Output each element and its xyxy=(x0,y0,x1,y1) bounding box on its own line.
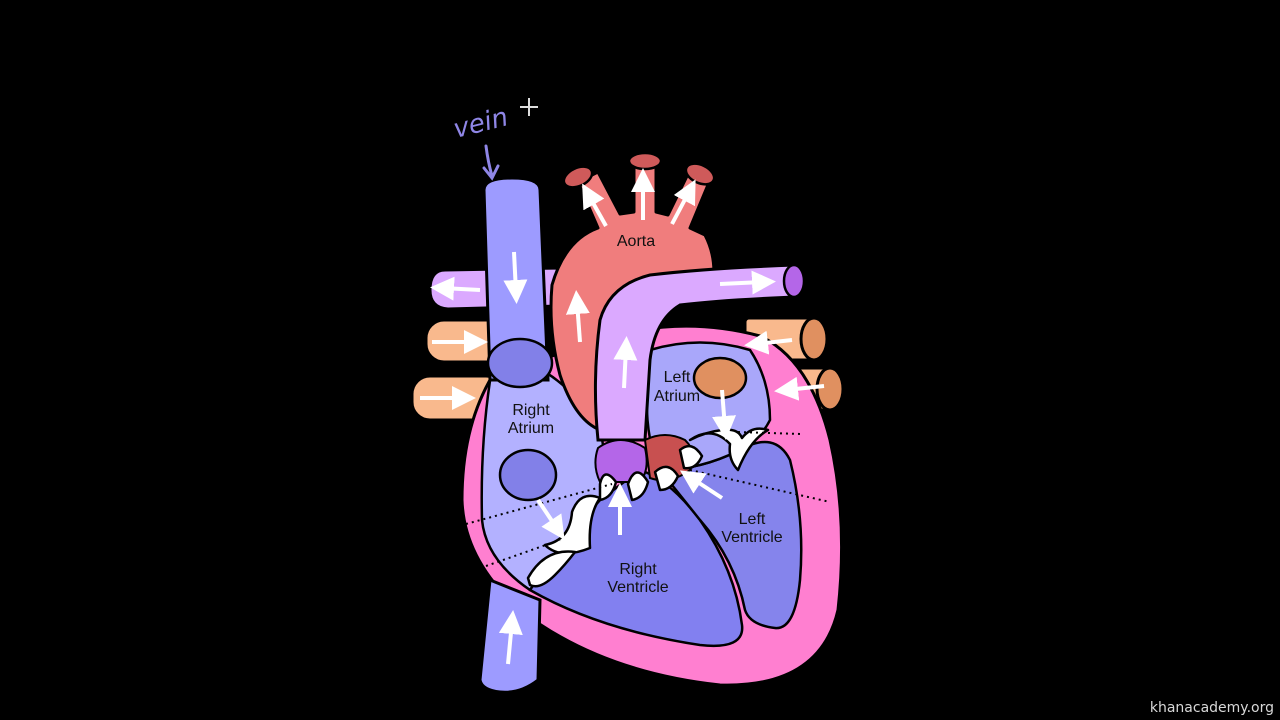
pulmonary-artery-cap xyxy=(782,263,806,299)
label-right-atrium-line1: Right xyxy=(512,402,550,419)
label-left-atrium-line2: Atrium xyxy=(654,388,700,405)
pulmonary-valve-region xyxy=(594,439,648,483)
label-aorta: Aorta xyxy=(617,233,655,250)
vena-cava-opening-upper xyxy=(486,337,554,389)
label-left-atrium-line1: Left xyxy=(664,369,691,386)
crosshair-cursor-icon xyxy=(520,98,538,116)
annotation-vein: vein xyxy=(450,102,511,144)
label-left-ventricle-line1: Left xyxy=(739,511,766,528)
annotation-arrow xyxy=(482,144,500,181)
label-right-ventricle-line1: Right xyxy=(619,561,657,578)
valves xyxy=(526,427,770,588)
pulmonary-valve-flap-2 xyxy=(626,471,650,502)
label-right-ventricle-line2: Ventricle xyxy=(607,579,668,596)
watermark: khanacademy.org xyxy=(1149,700,1274,716)
aortic-valve-flap-1 xyxy=(653,465,680,492)
pulmonary-artery xyxy=(593,263,797,442)
label-right-atrium-line2: Atrium xyxy=(508,420,554,437)
tricuspid-valve-lower xyxy=(526,550,577,588)
flow-arrows xyxy=(420,168,825,665)
dotted-lines xyxy=(465,431,831,567)
pulmonary-vein-opening xyxy=(692,356,748,400)
aortic-valve-flap-2 xyxy=(678,444,704,470)
label-left-ventricle-line2: Ventricle xyxy=(721,529,782,546)
tricuspid-valve-upper xyxy=(543,494,602,555)
vena-cava-opening-lower xyxy=(498,448,558,502)
